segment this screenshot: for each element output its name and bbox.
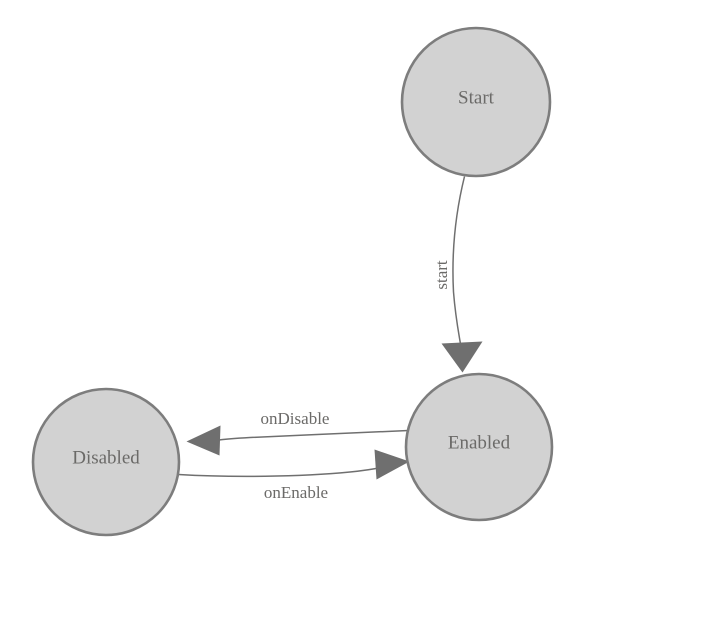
edge-start-to-enabled-label: start [432, 260, 451, 290]
edge-enabled-to-disabled-line [214, 429, 409, 442]
node-disabled-label: Disabled [72, 447, 140, 468]
node-start-label: Start [458, 87, 495, 108]
edge-enabled-to-disabled-label: onDisable [261, 409, 330, 428]
edge-start-to-enabled-line [452, 176, 466, 345]
edge-disabled-to-enabled-label: onEnable [264, 483, 328, 502]
node-enabled-label: Enabled [448, 432, 511, 453]
node-enabled[interactable]: Enabled [404, 372, 554, 522]
node-disabled-circle [31, 387, 181, 537]
edge-start-to-enabled-arrowhead [441, 341, 483, 373]
node-disabled[interactable]: Disabled [31, 387, 181, 537]
node-start-circle [400, 26, 552, 178]
edge-enabled-to-disabled-arrowhead [186, 425, 221, 456]
edge-disabled-to-enabled[interactable]: onEnable [178, 449, 410, 502]
edge-disabled-to-enabled-arrowhead [374, 449, 410, 480]
node-enabled-circle [404, 372, 554, 522]
edge-start-to-enabled[interactable]: start [432, 176, 483, 373]
edge-disabled-to-enabled-line [178, 466, 382, 478]
node-start[interactable]: Start [400, 26, 552, 178]
edge-enabled-to-disabled[interactable]: onDisable [186, 409, 409, 456]
